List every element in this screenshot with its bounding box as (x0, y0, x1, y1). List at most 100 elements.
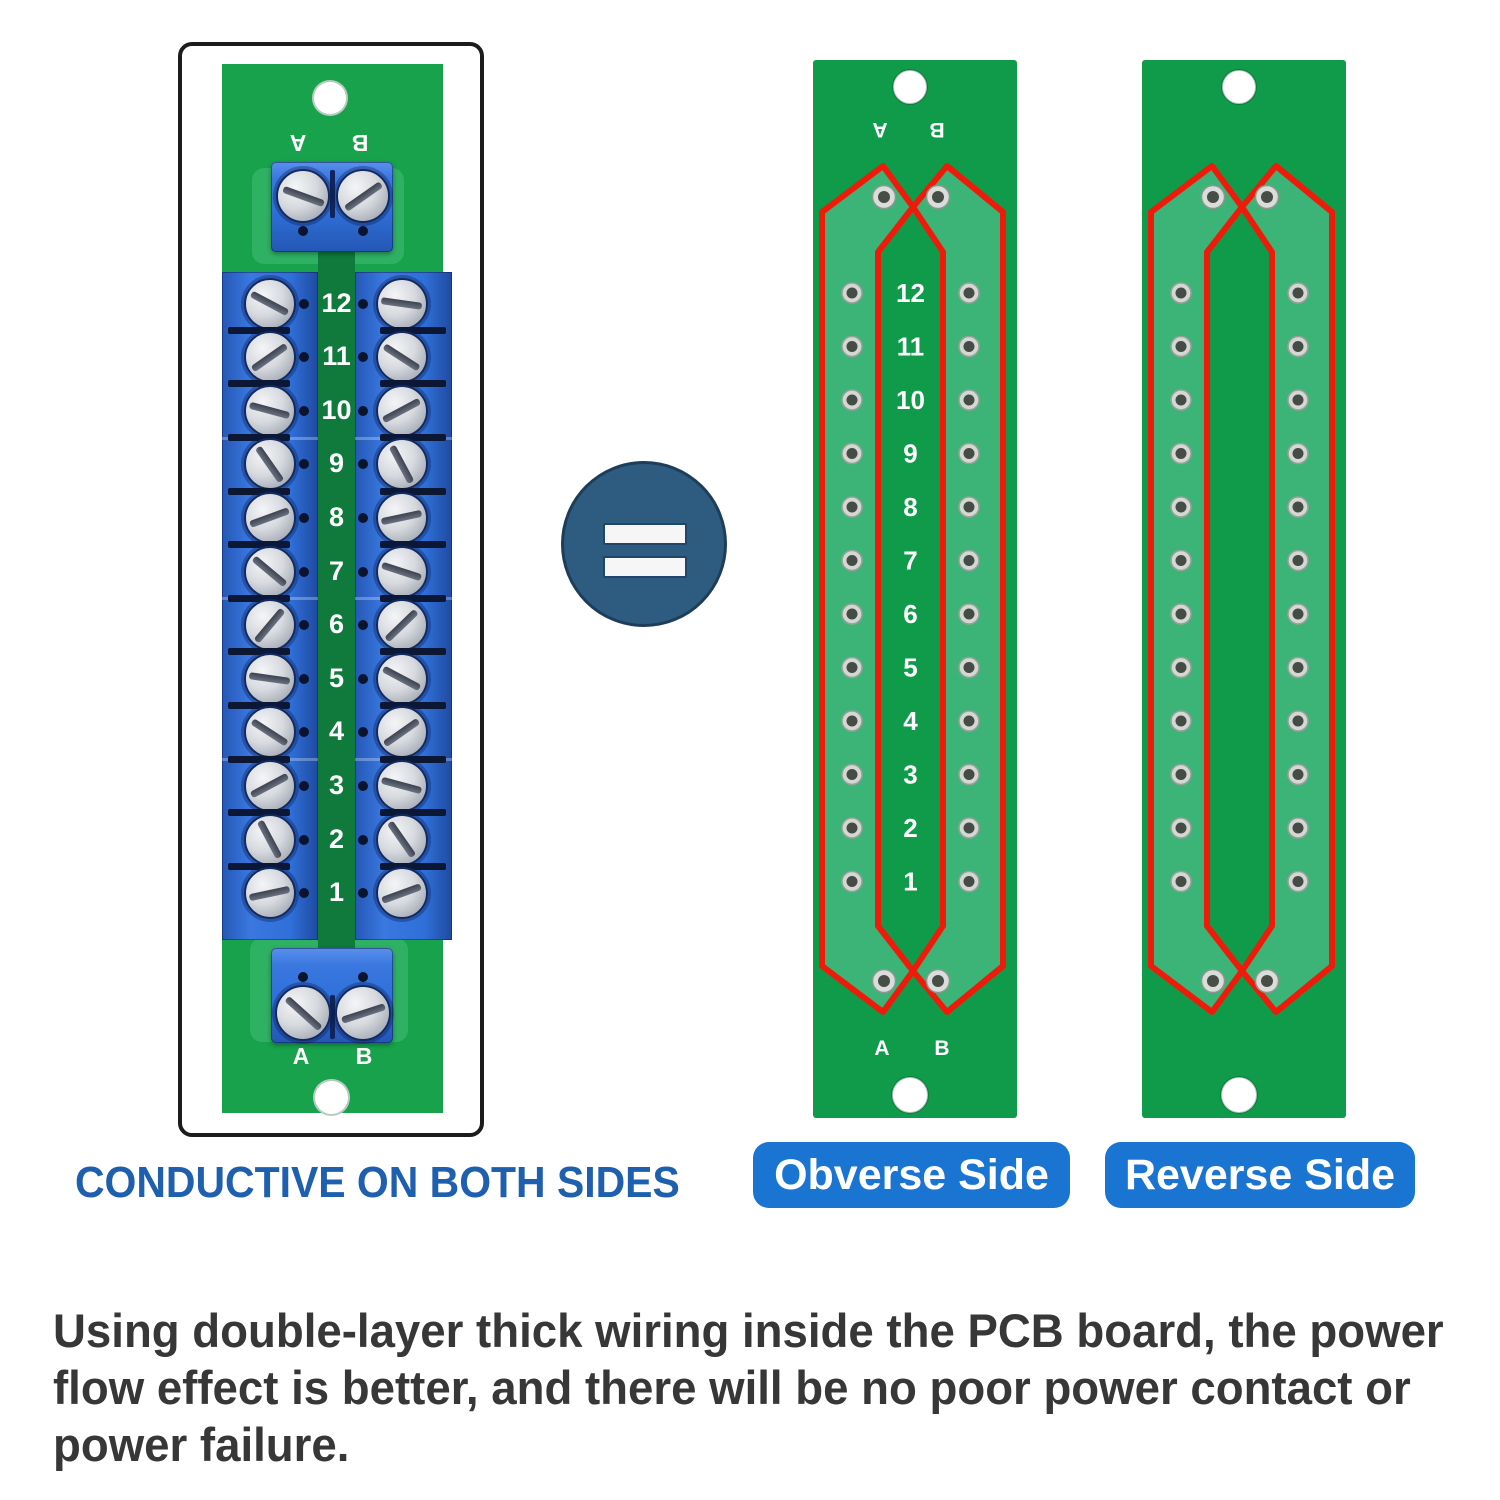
screw-slot-icon (251, 555, 289, 588)
terminal-screw (244, 384, 296, 437)
equals-icon (561, 461, 727, 627)
wire-entry-dot (299, 459, 309, 470)
via-hole (1175, 769, 1187, 780)
screw-slot-icon (382, 665, 422, 692)
terminal-divider (380, 380, 446, 388)
channel-number: 1 (328, 877, 345, 908)
wire-entry-dot (299, 566, 309, 577)
terminal-screw (276, 169, 330, 223)
screw-slot-icon (381, 297, 423, 310)
via-hole (1292, 555, 1304, 566)
screw-slot-icon (250, 290, 290, 317)
channel-number: 3 (328, 769, 345, 800)
wire-entry-dot (358, 566, 368, 577)
screw-slot-icon (381, 561, 423, 582)
via-hole (846, 769, 858, 780)
via-hole (846, 341, 858, 352)
terminal-pad-hole (1261, 191, 1273, 203)
silk-channel-number: 3 (903, 760, 917, 790)
terminal-divider (228, 434, 290, 441)
wire-entry-dot (299, 620, 309, 631)
screw-slot-icon (250, 773, 290, 799)
mounting-hole-bottom (1220, 1076, 1258, 1114)
terminal-divider (380, 648, 446, 656)
via-hole (846, 394, 858, 406)
terminal-screw (376, 652, 428, 705)
silk-label-b-bottom: B (934, 1037, 949, 1060)
silk-channel-number: 11 (897, 332, 925, 362)
terminal-pad-hole (932, 191, 944, 203)
wire-entry-dot (299, 352, 309, 363)
silk-channel-number: 1 (903, 867, 917, 897)
channel-number: 6 (328, 609, 345, 640)
wire-entry-dot (299, 727, 309, 738)
terminal-pad-hole (1261, 975, 1273, 987)
wire-entry-dot (299, 512, 309, 523)
terminal-pad-hole (878, 191, 890, 203)
wire-entry-dot (299, 405, 309, 416)
silk-label-a-bottom: A (874, 1037, 889, 1060)
channel-number: 12 (321, 287, 352, 318)
silk-channel-number: 7 (903, 546, 917, 576)
terminal-divider (380, 755, 446, 763)
terminal-screw (376, 491, 428, 544)
via-hole (1175, 501, 1187, 513)
terminal-screw (244, 813, 296, 866)
conductive-caption: CONDUCTIVE ON BOTH SIDES (75, 1158, 680, 1207)
via-hole (1175, 822, 1187, 834)
wire-entry-dot (358, 298, 368, 309)
screw-slot-icon (387, 820, 417, 859)
screw-slot-icon (249, 672, 291, 686)
terminal-divider (380, 434, 446, 441)
via-hole (1175, 555, 1187, 566)
terminal-divider (330, 170, 335, 218)
wire-entry-dot (358, 780, 368, 791)
via-hole (963, 769, 975, 780)
screw-slot-icon (381, 882, 423, 904)
terminal-screw (376, 867, 428, 920)
via-hole (846, 608, 858, 620)
channel-strip (318, 252, 355, 950)
screw-slot-icon (250, 718, 290, 747)
wire-entry-dot (358, 226, 368, 236)
silk-label-a-top: A (289, 130, 307, 156)
wire-entry-dot (358, 888, 368, 899)
terminal-screw (244, 652, 296, 705)
screw-slot-icon (249, 885, 291, 901)
via-hole (963, 662, 975, 673)
via-hole (1292, 501, 1304, 513)
via-hole (963, 341, 975, 352)
wire-entry-dot (358, 834, 368, 845)
via-hole (1175, 341, 1187, 352)
screw-slot-icon (255, 445, 285, 484)
terminal-divider (228, 326, 290, 334)
description-line: flow effect is better, and there will be… (53, 1361, 1411, 1414)
wire-entry-dot (299, 888, 309, 899)
via-hole (846, 715, 858, 727)
channel-number: 7 (328, 555, 345, 586)
via-hole (963, 287, 975, 299)
screw-slot-icon (343, 180, 383, 212)
via-hole (1292, 822, 1304, 834)
via-hole (1175, 287, 1187, 299)
terminal-divider (380, 809, 446, 817)
terminal-divider (228, 594, 290, 602)
channel-number: 2 (328, 823, 345, 854)
wire-entry-dot (358, 673, 368, 684)
reverse-pcb-board (1142, 60, 1346, 1118)
via-hole (963, 822, 975, 834)
via-hole (1292, 448, 1304, 459)
screw-slot-icon (251, 342, 289, 372)
terminal-screw (376, 706, 428, 759)
via-hole (1175, 662, 1187, 673)
screw-slot-icon (257, 819, 283, 860)
terminal-screw (244, 331, 296, 384)
terminal-screw (376, 331, 428, 384)
silk-label-b-top: B (351, 130, 369, 156)
description-line: power failure. (53, 1418, 350, 1471)
terminal-screw (244, 277, 296, 330)
via-hole (846, 822, 858, 834)
reverse-side-label: Reverse Side (1105, 1142, 1415, 1208)
terminal-pad-hole (932, 975, 944, 987)
